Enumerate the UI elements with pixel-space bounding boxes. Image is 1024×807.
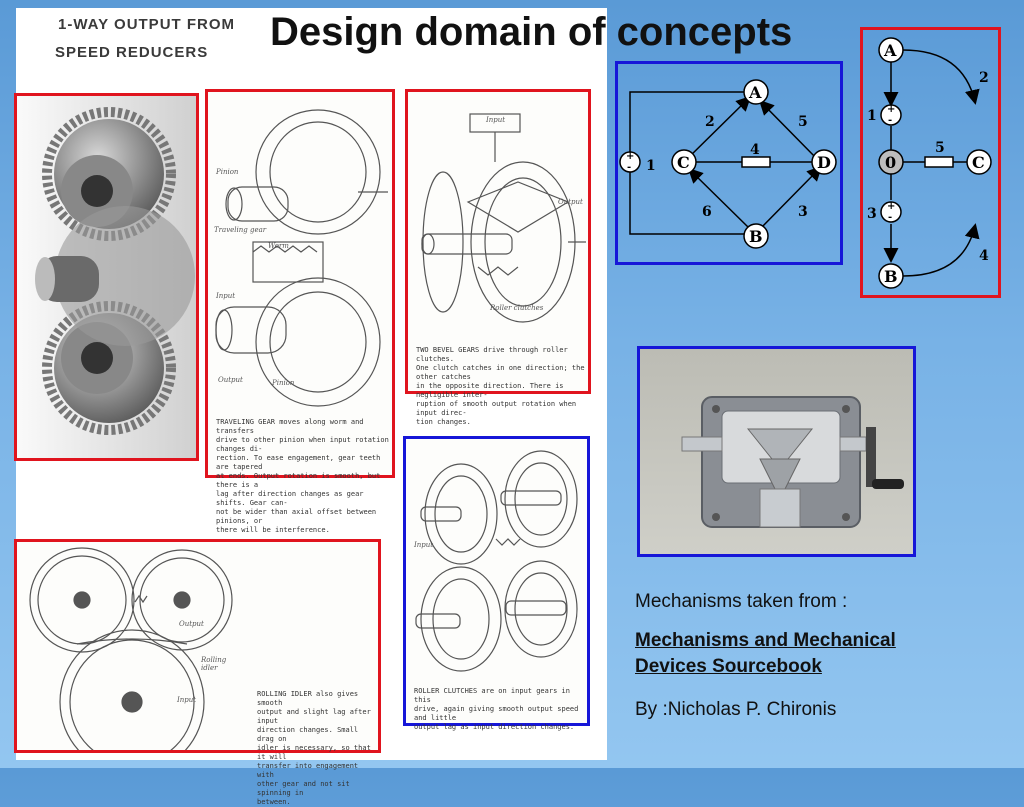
- rolling-idler-scan-frame: Output Rolling idler Input ROLLING IDLER…: [14, 539, 381, 806]
- rolling-idler-drawing: [29, 547, 233, 775]
- g2-edge-3: 3: [867, 206, 877, 222]
- label-traveling-gear: Traveling gear: [214, 226, 267, 234]
- edge-4-curve: [902, 223, 980, 277]
- label-pinion-bottom: Pinion: [272, 379, 295, 387]
- edge-3: [760, 165, 823, 229]
- edge-2-curve: [902, 49, 980, 105]
- svg-text:+: +: [626, 151, 634, 162]
- label-rolling-idler: Rolling idler: [201, 656, 227, 672]
- svg-text:-: -: [888, 212, 892, 223]
- label-idler-output: Output: [179, 620, 204, 628]
- edge-2: [683, 95, 752, 163]
- g2-edge-2: 2: [979, 70, 989, 86]
- label-input: Input: [216, 292, 236, 300]
- rendered-gears-frame: [14, 93, 199, 461]
- label-pinion-top: Pinion: [216, 168, 239, 176]
- edge-6: [687, 167, 750, 229]
- label-bevel-output: Output: [558, 198, 583, 206]
- graph-1-frame: +- A B C D 1 2 3 4 5 6: [615, 61, 843, 265]
- g1-edge-3: 3: [798, 204, 808, 220]
- g1-edge-4: 4: [750, 142, 760, 158]
- edge-5-resistor: [924, 156, 954, 168]
- graph-1: +- A B C D 1 2 3 4 5 6: [619, 79, 837, 249]
- caption-bevel-gears: TWO BEVEL GEARS drive through roller clu…: [416, 346, 585, 426]
- g1-edge-5: 5: [798, 114, 808, 130]
- label-roller-input: Input: [414, 541, 434, 549]
- roller-clutches-drawing: [415, 450, 578, 672]
- label-output: Output: [218, 376, 243, 384]
- svg-text:+: +: [887, 201, 895, 212]
- g2-node-a: A: [883, 41, 897, 60]
- g1-node-a: A: [748, 83, 762, 102]
- g1-edge-2: 2: [705, 114, 715, 130]
- rendered-gears-illustration: [35, 107, 195, 435]
- g1-node-b: B: [749, 227, 763, 246]
- edge-4-resistor: [741, 156, 771, 168]
- bevel-gears-scan-frame: Input Output Roller clutches TWO BEVEL G…: [405, 89, 591, 426]
- label-worm: Worm: [268, 242, 289, 250]
- header-line-1: 1-WAY OUTPUT FROM: [58, 16, 236, 33]
- graph-2: +- +- A B C 0 1 2 3 4 5: [867, 37, 992, 289]
- slide-title: Design domain of concepts: [270, 10, 793, 54]
- bevel-gears-drawing: [421, 113, 586, 323]
- mechanism-photo-frame: [637, 346, 916, 557]
- g2-node-b: B: [884, 267, 898, 286]
- graph-2-frame: +- +- A B C 0 1 2 3 4 5: [860, 27, 1001, 298]
- g1-node-c: C: [677, 153, 690, 172]
- g1-edge-6: 6: [702, 204, 712, 220]
- g2-edge-5: 5: [935, 140, 945, 156]
- g2-node-0: 0: [885, 153, 896, 172]
- label-bevel-input: Input: [486, 116, 506, 124]
- taken-from-text: Mechanisms taken from :: [635, 591, 848, 612]
- header-line-2: SPEED REDUCERS: [55, 44, 209, 61]
- traveling-gear-drawing: [215, 109, 388, 407]
- svg-text:+: +: [887, 104, 895, 115]
- edge-5: [758, 99, 821, 163]
- traveling-gear-scan-frame: Pinion Traveling gear Worm Input Output …: [205, 89, 395, 534]
- svg-text:-: -: [888, 115, 892, 126]
- caption-roller-clutches: ROLLER CLUTCHES are on input gears in th…: [414, 687, 579, 731]
- g2-edge-1: 1: [867, 108, 877, 124]
- source-1: [619, 151, 641, 173]
- label-idler-input: Input: [177, 696, 197, 704]
- g2-edge-4: 4: [979, 248, 989, 264]
- mechanism-photo: [681, 396, 904, 528]
- g1-edge-1: 1: [646, 158, 656, 174]
- svg-text:-: -: [627, 162, 631, 173]
- author-text: By :Nicholas P. Chironis: [635, 699, 837, 720]
- book-title-line-2: Devices Sourcebook: [635, 656, 822, 677]
- caption-traveling-gear: TRAVELING GEAR moves along worm and tran…: [216, 418, 389, 534]
- g2-node-c: C: [972, 153, 985, 172]
- roller-clutches-scan-frame: Input ROLLER CLUTCHES are on input gears…: [403, 436, 590, 731]
- label-roller-clutches: Roller clutches: [490, 304, 544, 312]
- g1-node-d: D: [817, 153, 831, 172]
- book-title-line-1: Mechanisms and Mechanical: [635, 630, 896, 651]
